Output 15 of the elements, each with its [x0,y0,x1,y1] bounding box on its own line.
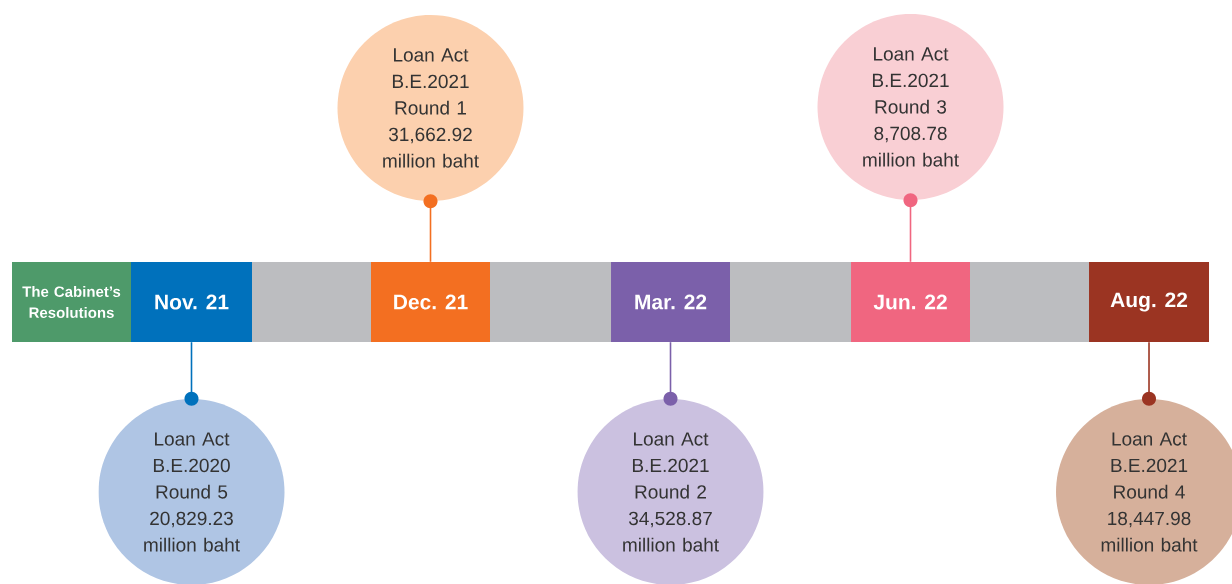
timeline-bar [252,262,371,342]
timeline-bar [970,262,1089,342]
date-box: Dec. 21 [371,262,490,342]
timeline-label-box: The Cabinet’s Resolutions [12,262,131,342]
timeline-bar [730,262,851,342]
date-box: Aug. 22 [1089,262,1209,342]
date-box: Nov. 21 [131,262,252,342]
date-box: Jun. 22 [851,262,970,342]
connector-line [663,341,678,406]
timeline-bar [490,262,611,342]
connector-line [903,193,918,263]
connector-line [184,341,199,406]
connector-line [423,194,438,263]
date-box: Mar. 22 [611,262,730,342]
connector-line [1142,341,1156,406]
